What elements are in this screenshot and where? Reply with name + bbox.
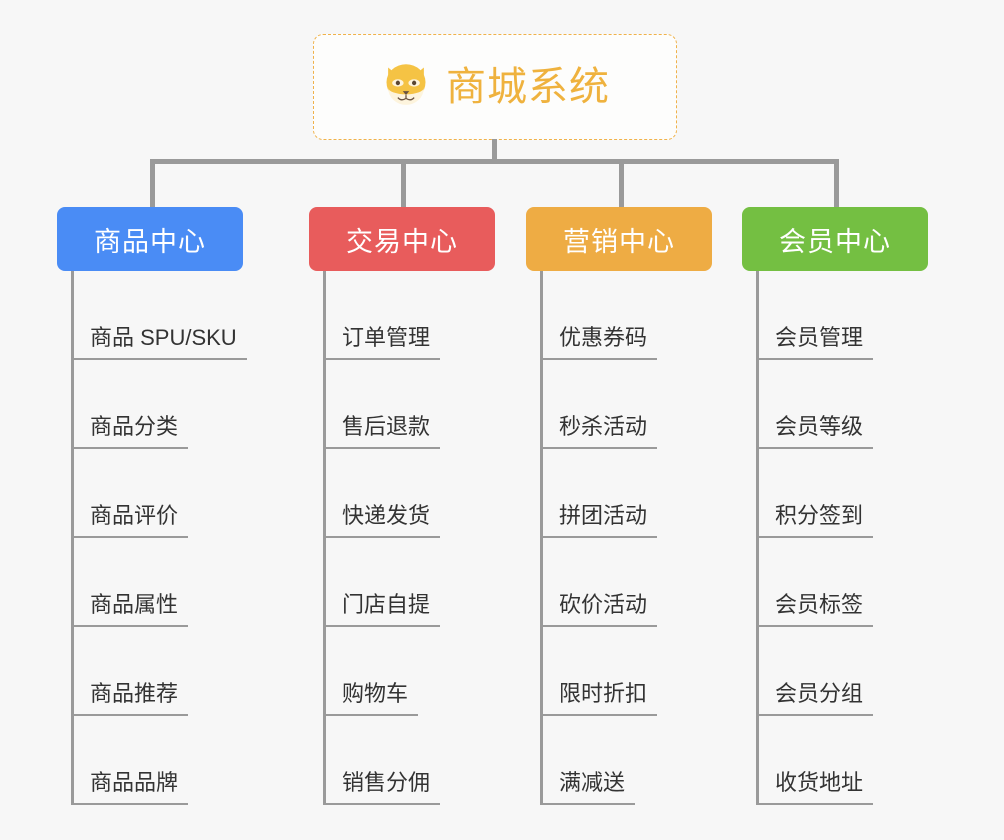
branch-spine-marketing-center: 优惠券码 秒杀活动 拼团活动 砍价活动 限时折扣 满减送 — [540, 271, 712, 805]
leaf-label: 会员管理 — [759, 327, 874, 360]
list-item[interactable]: 砍价活动 — [543, 538, 712, 627]
list-item[interactable]: 售后退款 — [326, 360, 495, 449]
leaf-label: 商品分类 — [74, 416, 189, 449]
connector-drop-trade-center — [401, 159, 406, 209]
list-item[interactable]: 收货地址 — [759, 716, 928, 805]
leaf-label: 商品推荐 — [74, 683, 189, 716]
leaf-label: 商品评价 — [74, 505, 189, 538]
leaf-label: 商品品牌 — [74, 772, 189, 805]
leaf-label: 订单管理 — [326, 327, 441, 360]
leaf-label: 会员标签 — [759, 594, 874, 627]
branch-spine-product-center: 商品 SPU/SKU 商品分类 商品评价 商品属性 商品推荐 商品品牌 — [71, 271, 247, 805]
leaf-label: 快递发货 — [326, 505, 441, 538]
list-item[interactable]: 商品属性 — [74, 538, 247, 627]
branch-header-product-center[interactable]: 商品中心 — [57, 207, 243, 271]
leaf-label: 售后退款 — [326, 416, 441, 449]
branch-spine-member-center: 会员管理 会员等级 积分签到 会员标签 会员分组 收货地址 — [756, 271, 928, 805]
list-item[interactable]: 限时折扣 — [543, 627, 712, 716]
list-item[interactable]: 快递发货 — [326, 449, 495, 538]
root-node[interactable]: 商城系统 — [313, 34, 677, 140]
leaf-label: 砍价活动 — [543, 594, 658, 627]
leaf-label: 优惠券码 — [543, 327, 658, 360]
list-item[interactable]: 商品分类 — [74, 360, 247, 449]
list-item[interactable]: 商品评价 — [74, 449, 247, 538]
leaf-label: 会员分组 — [759, 683, 874, 716]
list-item[interactable]: 销售分佣 — [326, 716, 495, 805]
root-node-label: 商城系统 — [446, 65, 610, 109]
list-item[interactable]: 会员管理 — [759, 271, 928, 360]
list-item[interactable]: 优惠券码 — [543, 271, 712, 360]
leaf-label: 会员等级 — [759, 416, 874, 449]
leaf-label: 秒杀活动 — [543, 416, 658, 449]
leaf-label: 收货地址 — [759, 772, 874, 805]
list-item[interactable]: 会员分组 — [759, 627, 928, 716]
branch-product-center: 商品中心 商品 SPU/SKU 商品分类 商品评价 商品属性 商品推荐 商品品牌 — [57, 207, 247, 805]
connector-stem — [492, 139, 497, 162]
connector-bus — [150, 159, 839, 164]
list-item[interactable]: 商品推荐 — [74, 627, 247, 716]
list-item[interactable]: 会员等级 — [759, 360, 928, 449]
root-node-content: 商城系统 — [380, 61, 610, 113]
branch-header-member-center[interactable]: 会员中心 — [742, 207, 928, 271]
leaf-label: 积分签到 — [759, 505, 874, 538]
leaf-label: 门店自提 — [326, 594, 441, 627]
leaf-label: 限时折扣 — [543, 683, 658, 716]
branch-marketing-center: 营销中心 优惠券码 秒杀活动 拼团活动 砍价活动 限时折扣 满减送 — [526, 207, 712, 805]
list-item[interactable]: 拼团活动 — [543, 449, 712, 538]
leaf-label: 购物车 — [326, 683, 419, 716]
list-item[interactable]: 满减送 — [543, 716, 712, 805]
list-item[interactable]: 门店自提 — [326, 538, 495, 627]
branch-member-center: 会员中心 会员管理 会员等级 积分签到 会员标签 会员分组 收货地址 — [742, 207, 928, 805]
leaf-label: 销售分佣 — [326, 772, 441, 805]
leaf-label: 满减送 — [543, 772, 636, 805]
list-item[interactable]: 购物车 — [326, 627, 495, 716]
list-item[interactable]: 秒杀活动 — [543, 360, 712, 449]
branch-header-marketing-center[interactable]: 营销中心 — [526, 207, 712, 271]
list-item[interactable]: 积分签到 — [759, 449, 928, 538]
connector-drop-member-center — [834, 159, 839, 209]
branch-header-trade-center[interactable]: 交易中心 — [309, 207, 495, 271]
branch-trade-center: 交易中心 订单管理 售后退款 快递发货 门店自提 购物车 销售分佣 — [309, 207, 495, 805]
list-item[interactable]: 商品品牌 — [74, 716, 247, 805]
leaf-label: 商品属性 — [74, 594, 189, 627]
dog-face-icon — [380, 61, 432, 113]
connector-drop-marketing-center — [619, 159, 624, 209]
branch-spine-trade-center: 订单管理 售后退款 快递发货 门店自提 购物车 销售分佣 — [323, 271, 495, 805]
list-item[interactable]: 会员标签 — [759, 538, 928, 627]
leaf-label: 商品 SPU/SKU — [74, 327, 247, 360]
list-item[interactable]: 商品 SPU/SKU — [74, 271, 247, 360]
leaf-label: 拼团活动 — [543, 505, 658, 538]
connector-drop-product-center — [150, 159, 155, 209]
list-item[interactable]: 订单管理 — [326, 271, 495, 360]
